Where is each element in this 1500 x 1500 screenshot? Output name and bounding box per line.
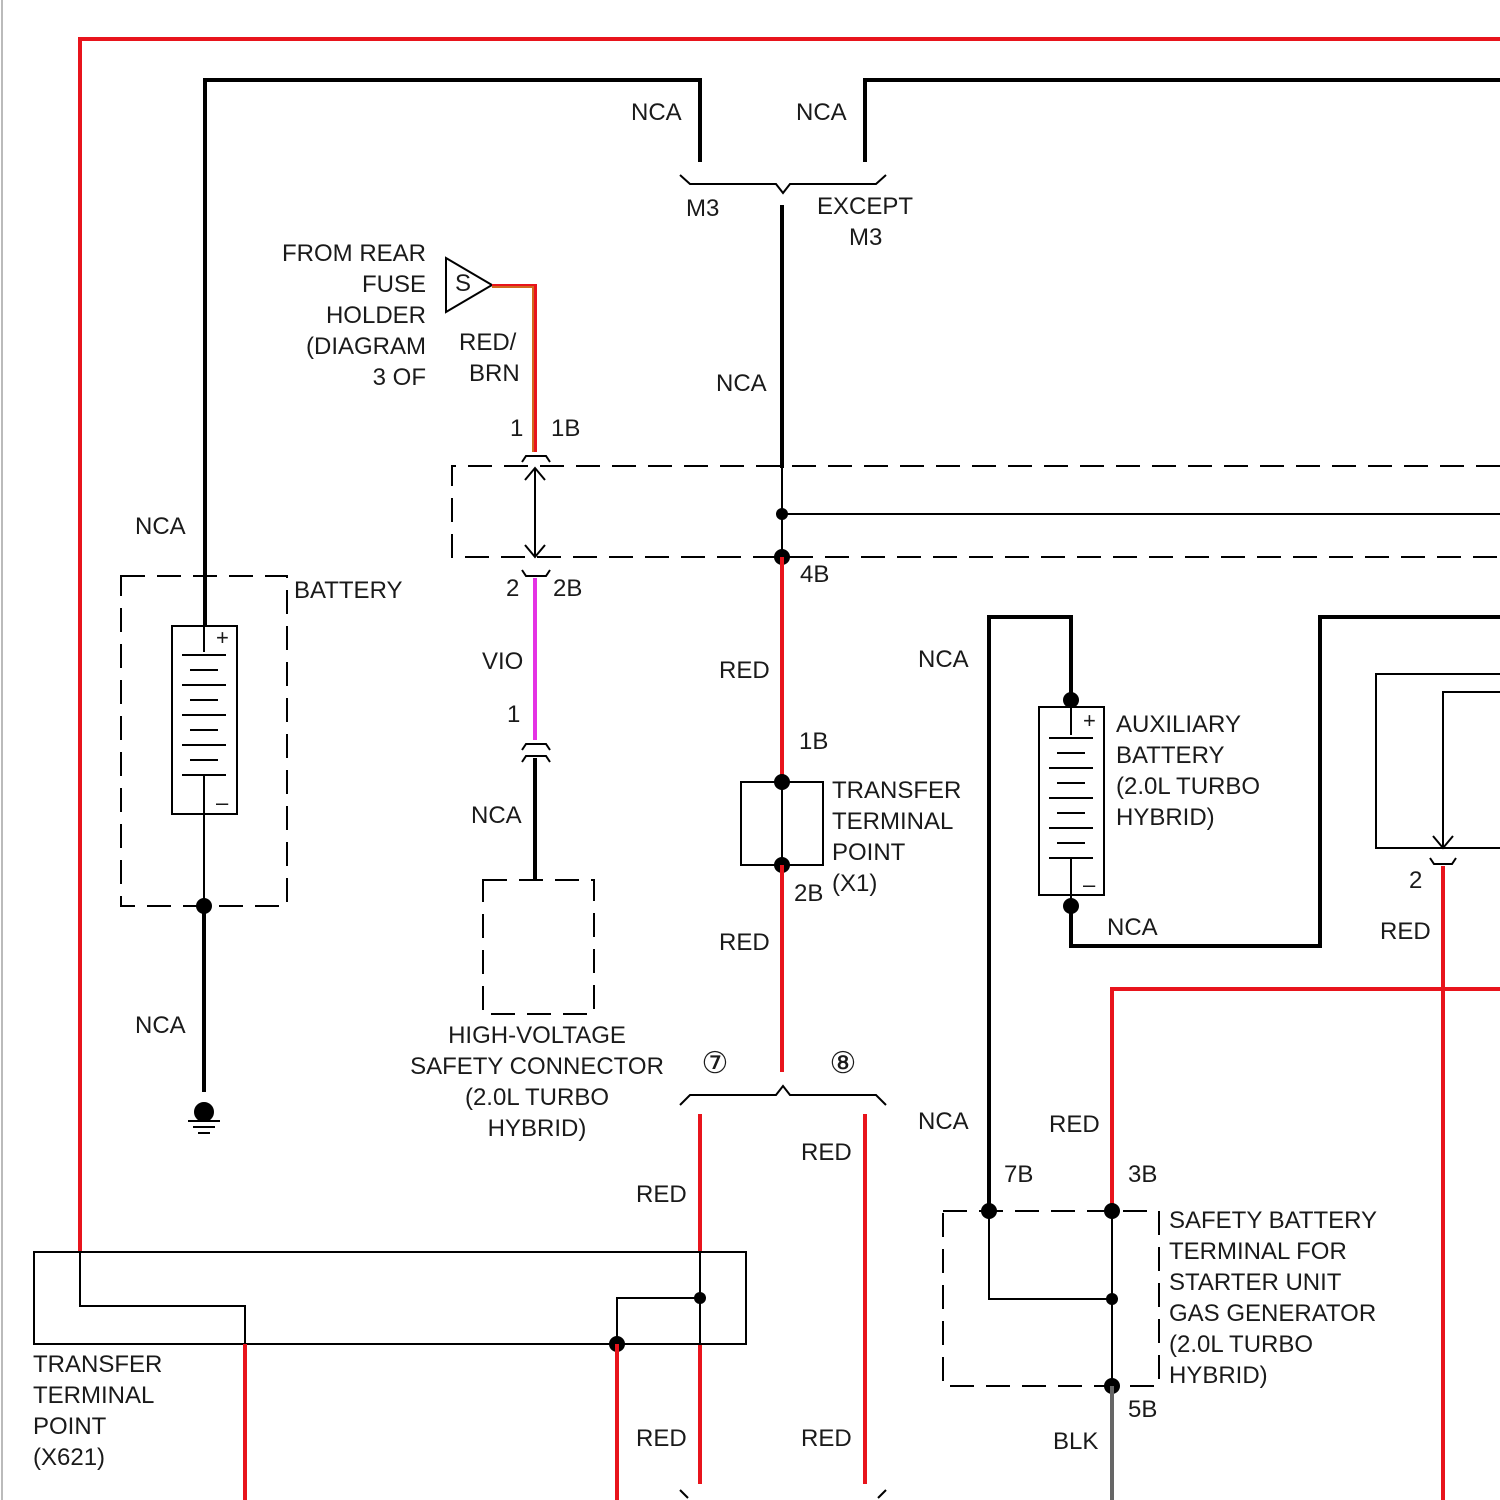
bracket-bottom-left	[680, 1490, 688, 1498]
ground-icon	[188, 1103, 220, 1133]
label-nca: NCA	[135, 1012, 186, 1039]
label-hv-connector: HYBRID)	[488, 1115, 587, 1142]
label-red: RED	[801, 1425, 852, 1452]
label-nca: NCA	[918, 646, 969, 673]
x621-splice-dot	[694, 1292, 706, 1304]
label-red: RED	[636, 1425, 687, 1452]
pin-1b-x1-dot	[774, 774, 790, 790]
label-red: RED	[719, 657, 770, 684]
wire-nca-top-right	[865, 80, 1500, 162]
label-from-rear: 3 OF	[373, 364, 426, 391]
label-pin: 1B	[799, 728, 828, 755]
label-hv-connector: HIGH-VOLTAGE	[448, 1022, 626, 1049]
label-safety-battery: SAFETY BATTERY	[1169, 1207, 1377, 1234]
label-except: EXCEPT	[817, 193, 913, 220]
label-aux-battery: HYBRID)	[1116, 804, 1215, 831]
label-safety-battery: (2.0L TURBO	[1169, 1331, 1313, 1358]
label-x1: TERMINAL	[832, 808, 953, 835]
connector-hv-icon	[522, 744, 550, 750]
label-red: RED	[719, 929, 770, 956]
pin-7b-dot	[981, 1203, 997, 1219]
label-x621: TERMINAL	[33, 1382, 154, 1409]
label-from-rear: FROM REAR	[282, 240, 426, 267]
label-vio: VIO	[482, 648, 523, 675]
label-x1: (X1)	[832, 870, 877, 897]
bracket-bottom-right	[878, 1490, 886, 1498]
pin-3b-dot	[1104, 1203, 1120, 1219]
label-m3: M3	[686, 195, 719, 222]
label-red-brn: BRN	[469, 360, 520, 387]
label-nca: NCA	[796, 99, 847, 126]
label-pin: 2B	[553, 575, 582, 602]
label-red: RED	[1380, 918, 1431, 945]
label-blk: BLK	[1053, 1428, 1098, 1455]
label-except-m3: M3	[849, 224, 882, 251]
x621-internal-right	[617, 1298, 700, 1344]
right-connector-icon	[1430, 858, 1456, 864]
label-aux-plus: +	[1083, 708, 1096, 733]
connector-1b-icon	[522, 456, 550, 462]
label-x621: POINT	[33, 1413, 107, 1440]
component-dashed-box	[452, 466, 1500, 557]
aux-minus-dot	[1063, 898, 1079, 914]
label-red: RED	[1049, 1111, 1100, 1138]
label-circle-8: ⑧	[830, 1047, 857, 1080]
label-x621: (X621)	[33, 1444, 105, 1471]
label-safety-battery: TERMINAL FOR	[1169, 1238, 1347, 1265]
label-from-rear: HOLDER	[326, 302, 426, 329]
label-pin: 1	[507, 701, 520, 728]
option-bracket-middle	[680, 1086, 886, 1105]
sb-splice-dot	[1106, 1293, 1118, 1305]
label-pin: 2	[506, 575, 519, 602]
label-x1: TRANSFER	[832, 777, 961, 804]
label-from-rear: FUSE	[362, 271, 426, 298]
label-pin: 1B	[551, 415, 580, 442]
label-nca: NCA	[716, 370, 767, 397]
right-component-box	[1376, 674, 1500, 848]
label-aux-battery: BATTERY	[1116, 742, 1224, 769]
label-aux-minus: –	[1083, 872, 1096, 897]
label-nca: NCA	[1107, 914, 1158, 941]
label-nca: NCA	[631, 99, 682, 126]
label-red: RED	[801, 1139, 852, 1166]
right-internal-wire	[1443, 692, 1500, 848]
battery-cells-icon	[182, 626, 226, 906]
label-nca: NCA	[471, 802, 522, 829]
label-battery-plus: +	[216, 625, 229, 650]
label-pin: 1	[510, 415, 523, 442]
label-aux-battery: AUXILIARY	[1116, 711, 1241, 738]
option-bracket-top	[680, 175, 886, 193]
label-red: RED	[636, 1181, 687, 1208]
connector-2b-icon	[522, 570, 550, 576]
sb-internal-left	[989, 1211, 1112, 1299]
label-from-rear: (DIAGRAM	[306, 333, 426, 360]
label-safety-battery: HYBRID)	[1169, 1362, 1268, 1389]
label-nca: NCA	[135, 513, 186, 540]
label-pin: 4B	[800, 561, 829, 588]
hv-safety-connector-box	[483, 880, 594, 1014]
label-pin: 3B	[1128, 1161, 1157, 1188]
label-red-brn: RED/	[459, 329, 517, 356]
label-pin: 2B	[794, 880, 823, 907]
label-nca: NCA	[918, 1108, 969, 1135]
label-safety-battery: STARTER UNIT	[1169, 1269, 1342, 1296]
label-hv-connector: (2.0L TURBO	[465, 1084, 609, 1111]
label-s-marker: S	[455, 270, 471, 297]
splice-dot	[776, 508, 788, 520]
label-pin: 5B	[1128, 1396, 1157, 1423]
label-x1: POINT	[832, 839, 906, 866]
label-pin: 2	[1409, 867, 1422, 894]
label-x621: TRANSFER	[33, 1351, 162, 1378]
aux-plus-dot	[1063, 692, 1079, 708]
label-safety-battery: GAS GENERATOR	[1169, 1300, 1376, 1327]
wire-red-top-loop	[80, 39, 1500, 1252]
label-hv-connector: SAFETY CONNECTOR	[410, 1053, 664, 1080]
label-battery-minus: –	[216, 790, 229, 815]
label-aux-battery: (2.0L TURBO	[1116, 773, 1260, 800]
label-circle-7: ⑦	[702, 1047, 729, 1080]
label-battery: BATTERY	[294, 577, 402, 604]
x621-internal-left	[80, 1252, 245, 1344]
label-pin: 7B	[1004, 1161, 1033, 1188]
